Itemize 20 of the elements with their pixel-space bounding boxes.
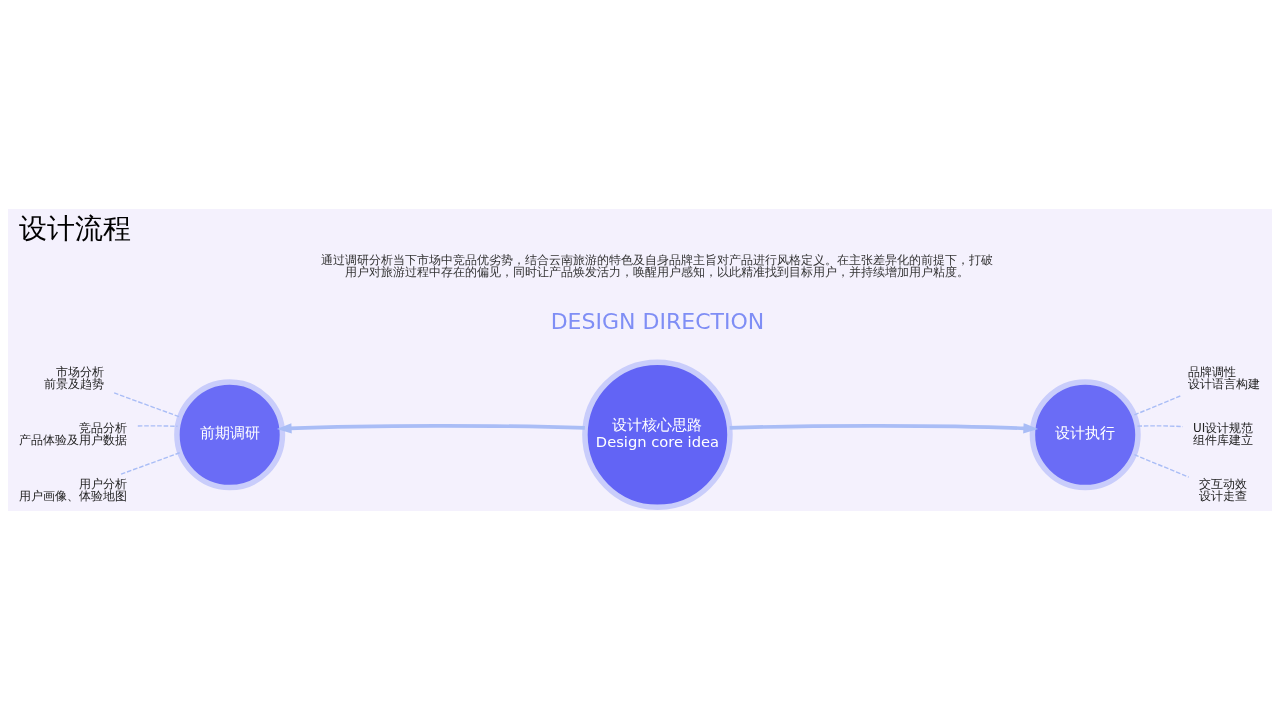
connector <box>113 392 181 418</box>
connector <box>120 452 181 475</box>
connector <box>1133 394 1183 416</box>
node-text: 品牌调性 设计语言构建 <box>1187 364 1260 392</box>
arrow <box>729 423 1039 434</box>
node-text: 交互动效 设计走查 <box>1199 476 1248 504</box>
node-circle: 设计执行 <box>1029 379 1141 491</box>
connector <box>1133 454 1190 478</box>
node-circle: 前期调研 <box>174 379 286 491</box>
node-text: 竞品分析 产品体验及用户数据 <box>19 420 128 448</box>
node-circle: 设计核心思路 Design core idea <box>582 359 733 511</box>
label: 通过调研分析当下市场中竞品优劣势，结合云南旅游的特色及自身品牌主旨对产品进行风格定义。在主张差异化的前提下，打破用户对旅游过程中存在的偏见，同时让产品焕发活力，唤醒用户感知，以此精准找到目标用户，并持续增加用户粘度。 <box>321 252 994 280</box>
connector <box>137 425 179 427</box>
node-text: 用户分析 用户画像、体验地图 <box>19 476 128 504</box>
node-text: 市场分析 前景及趋势 <box>43 364 104 392</box>
connector <box>1136 425 1184 428</box>
arrow <box>276 423 585 434</box>
label: DESIGN DIRECTION <box>550 308 765 334</box>
node-text: UI设计规范 组件库建立 <box>1193 420 1254 448</box>
diagram-title: 设计流程 <box>18 212 131 245</box>
